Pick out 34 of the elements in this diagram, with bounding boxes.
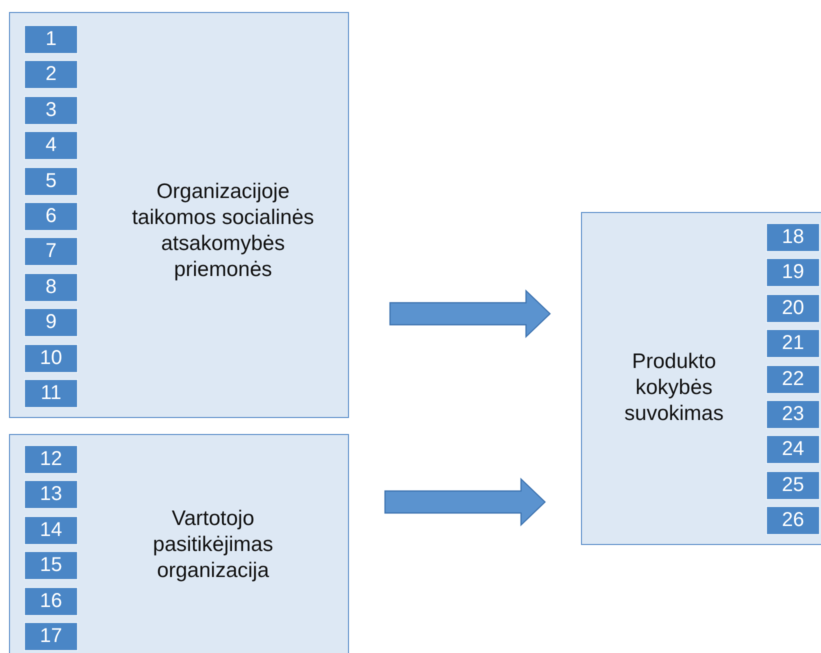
item-number-box: 11 <box>24 379 78 408</box>
item-number-box: 24 <box>766 435 820 464</box>
group-title: Organizacijoje taikomos socialinės atsakomybės priemonės <box>130 179 316 283</box>
block-arrow <box>384 478 546 526</box>
block-arrow <box>389 289 551 338</box>
item-number-box: 18 <box>766 223 820 252</box>
item-number-box: 14 <box>24 516 78 545</box>
item-number-box: 7 <box>24 237 78 266</box>
item-number-box: 20 <box>766 294 820 323</box>
item-number-box: 3 <box>24 96 78 125</box>
group-panel <box>581 212 821 545</box>
item-number-box: 1 <box>24 25 78 54</box>
item-number-box: 17 <box>24 622 78 651</box>
item-number-box: 6 <box>24 202 78 231</box>
group-panel <box>9 434 349 653</box>
item-number-box: 26 <box>766 506 820 536</box>
item-number-box: 8 <box>24 272 78 302</box>
item-number-box: 19 <box>766 258 820 288</box>
item-number-box: 10 <box>24 344 78 373</box>
item-number-box: 13 <box>24 480 78 510</box>
item-number-box: 16 <box>24 586 78 616</box>
item-number-box: 12 <box>24 445 78 474</box>
item-number-box: 15 <box>24 551 78 580</box>
item-number-box: 23 <box>766 400 820 429</box>
group-panel <box>9 12 349 418</box>
item-number-box: 21 <box>766 329 820 358</box>
item-number-box: 2 <box>24 60 78 90</box>
item-number-box: 4 <box>24 131 78 160</box>
item-number-box: 25 <box>766 470 820 500</box>
item-number-box: 5 <box>24 166 78 196</box>
group-title: Vartotojo pasitikėjimas organizacija <box>152 506 274 584</box>
item-number-box: 9 <box>24 308 78 338</box>
group-title: Produkto kokybės suvokimas <box>623 349 725 427</box>
item-number-box: 22 <box>766 364 820 394</box>
